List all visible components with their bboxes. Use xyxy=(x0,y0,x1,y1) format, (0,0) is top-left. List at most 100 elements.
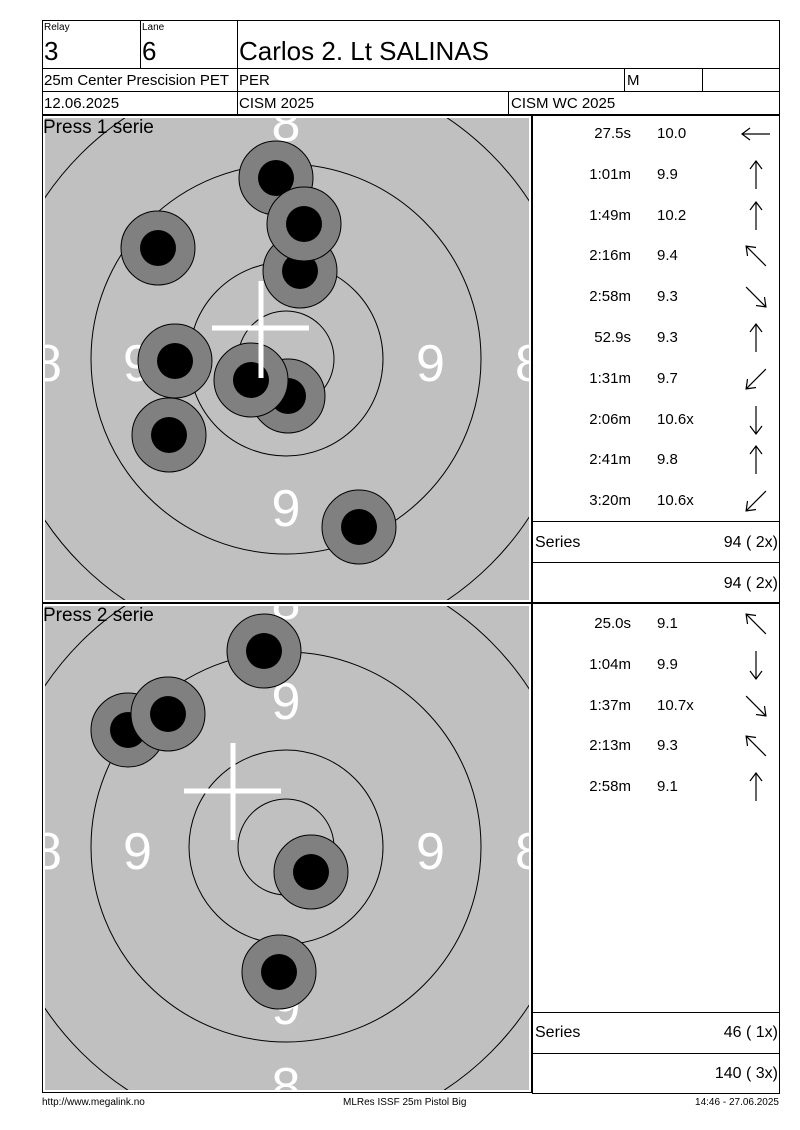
shot-time: 1:01m xyxy=(589,166,631,183)
header-divider xyxy=(624,68,625,92)
shot-value: 10.7x xyxy=(657,697,694,714)
direction-arrow-icon xyxy=(745,735,767,757)
event-name: 25m Center Prescision PET xyxy=(44,73,230,89)
shot-hole xyxy=(321,489,397,565)
shot-value: 9.9 xyxy=(657,656,678,673)
direction-arrow-icon xyxy=(745,490,767,512)
series-total: 94 ( 2x) xyxy=(723,534,778,551)
shot-hole xyxy=(213,342,289,418)
shot-list-panel-1 xyxy=(532,115,780,603)
direction-arrow-icon xyxy=(749,445,763,474)
shot-row: 2:06m 10.6x xyxy=(533,401,779,439)
match-name: CISM WC 2025 xyxy=(511,96,616,112)
direction-arrow-icon xyxy=(749,160,763,189)
nation-code: PER xyxy=(239,73,270,89)
shot-value: 10.0 xyxy=(657,125,687,142)
shot-hole xyxy=(131,397,207,473)
shot-list-panel-2 xyxy=(532,603,780,1094)
gender: M xyxy=(627,73,640,89)
shot-row: 1:37m 10.7x xyxy=(533,687,779,725)
target-series-2: 8 9 8 8 9 9 9 8 Press 2 serie xyxy=(42,603,532,1093)
date: 12.06.2025 xyxy=(44,96,120,112)
shot-time: 1:04m xyxy=(589,656,631,673)
shot-hole xyxy=(241,934,317,1010)
direction-arrow-icon xyxy=(741,127,770,141)
ring-label-9-right: 9 xyxy=(416,335,445,393)
shot-hole xyxy=(120,210,196,286)
shot-time: 2:58m xyxy=(589,288,631,305)
ring-label-9-right: 9 xyxy=(416,823,445,881)
direction-arrow-icon xyxy=(745,286,767,308)
direction-arrow-icon xyxy=(745,368,767,390)
shot-row: 3:20m 10.6x xyxy=(533,482,779,520)
shot-time: 3:20m xyxy=(589,492,631,509)
footer-printed: 14:46 - 27.06.2025 xyxy=(695,1097,779,1108)
shot-time: 1:37m xyxy=(589,697,631,714)
header-frame xyxy=(42,20,780,115)
shot-value: 9.3 xyxy=(657,737,678,754)
panel-divider xyxy=(532,562,780,563)
shot-hole xyxy=(226,613,302,689)
footer-url[interactable]: http://www.megalink.no xyxy=(42,1097,145,1108)
target-svg: 8 8 8 9 9 9 xyxy=(43,118,531,600)
running-total: 140 ( 3x) xyxy=(714,1065,778,1082)
shot-time: 27.5s xyxy=(594,125,631,142)
footer-software: MLRes ISSF 25m Pistol Big xyxy=(343,1097,467,1108)
shot-time: 2:16m xyxy=(589,247,631,264)
series-label: Series xyxy=(535,534,581,551)
header-divider xyxy=(702,68,703,92)
lane-value: 6 xyxy=(142,36,157,66)
direction-arrow-icon xyxy=(749,651,763,680)
ring-label-9-left: 9 xyxy=(123,823,152,881)
shot-row: 1:01m 9.9 xyxy=(533,156,779,194)
header-divider xyxy=(140,20,141,69)
ring-label-8-right: 8 xyxy=(515,823,531,881)
direction-arrow-icon xyxy=(745,695,767,717)
shot-time: 25.0s xyxy=(594,615,631,632)
target-svg: 8 9 8 8 9 9 9 8 xyxy=(43,606,531,1090)
series-title: Press 1 serie xyxy=(43,117,154,138)
panel-divider xyxy=(532,521,780,522)
shot-hole xyxy=(273,834,349,910)
ring-label-8-right: 8 xyxy=(515,335,531,393)
shot-value: 10.6x xyxy=(657,492,694,509)
direction-arrow-icon xyxy=(749,323,763,352)
shot-row: 2:58m 9.1 xyxy=(533,768,779,806)
shot-value: 9.1 xyxy=(657,778,678,795)
direction-arrow-icon xyxy=(749,201,763,230)
direction-arrow-icon xyxy=(749,772,763,801)
shot-value: 10.2 xyxy=(657,207,687,224)
relay-label: Relay xyxy=(44,22,70,33)
ring-label-8-left: 8 xyxy=(43,823,62,881)
direction-arrow-icon xyxy=(749,406,763,435)
shot-value: 10.6x xyxy=(657,411,694,428)
shot-hole xyxy=(266,186,342,262)
shot-row: 1:04m 9.9 xyxy=(533,646,779,684)
ring-label-9-bottom: 9 xyxy=(272,480,301,538)
series-label: Series xyxy=(535,1024,581,1041)
shot-time: 2:58m xyxy=(589,778,631,795)
panel-divider xyxy=(532,1053,780,1054)
direction-arrow-icon xyxy=(745,245,767,267)
shot-row: 2:16m 9.4 xyxy=(533,237,779,275)
shot-time: 52.9s xyxy=(594,329,631,346)
series-title: Press 2 serie xyxy=(43,605,154,626)
shot-time: 2:06m xyxy=(589,411,631,428)
shot-hole xyxy=(137,323,213,399)
ring-label-8-left: 8 xyxy=(43,335,62,393)
shot-hole xyxy=(130,676,206,752)
header-divider xyxy=(237,20,238,115)
shot-value: 9.4 xyxy=(657,247,678,264)
series-total: 46 ( 1x) xyxy=(723,1024,778,1041)
header-divider xyxy=(42,91,780,92)
running-total: 94 ( 2x) xyxy=(723,575,778,592)
shot-time: 1:31m xyxy=(589,370,631,387)
shot-value: 9.9 xyxy=(657,166,678,183)
shooter-name: Carlos 2. Lt SALINAS xyxy=(239,36,489,66)
